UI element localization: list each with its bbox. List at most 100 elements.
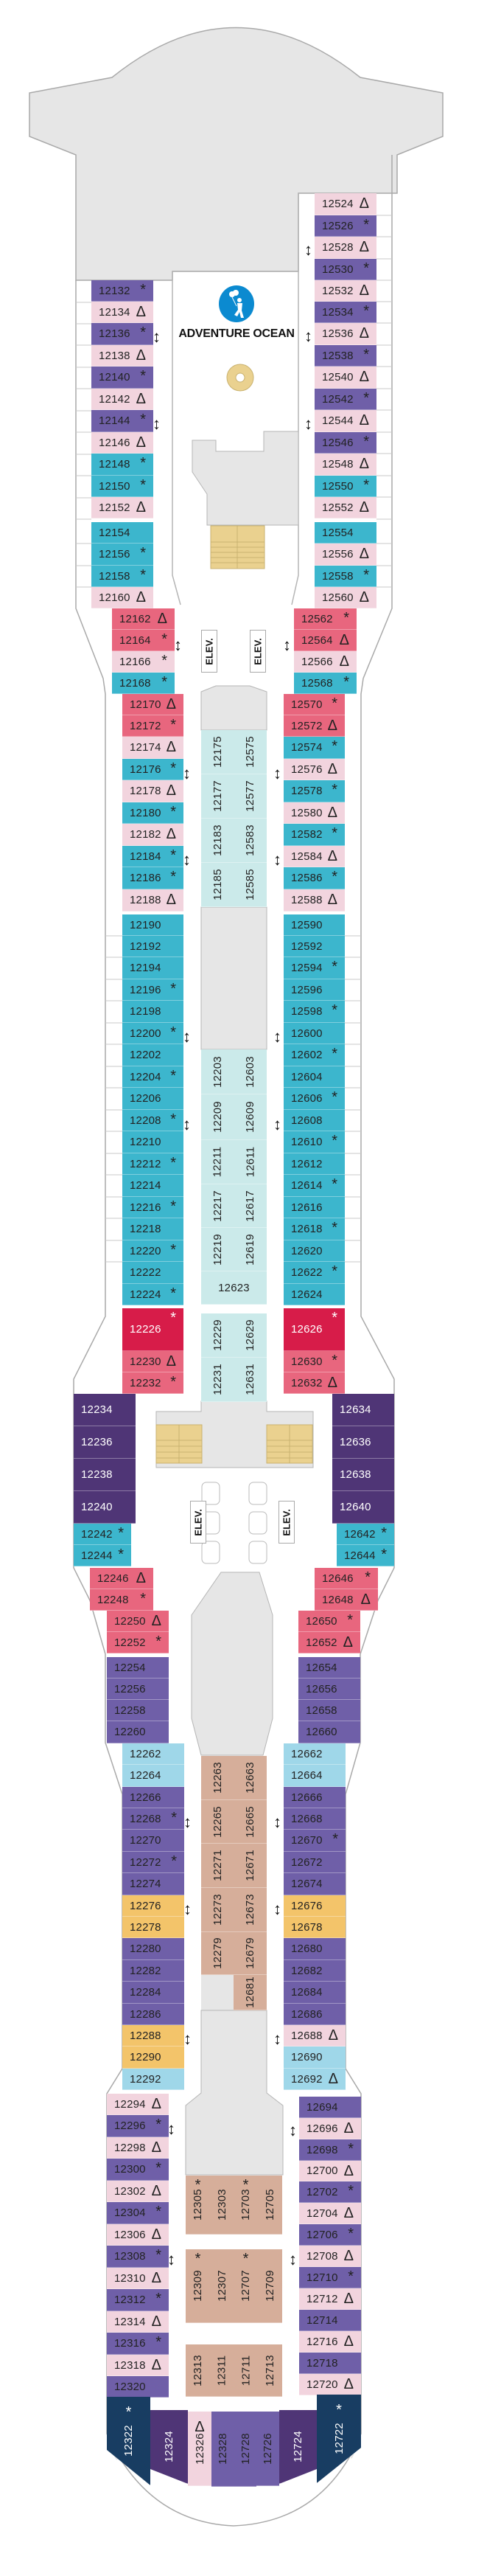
cabin-12296[interactable]: 12296* — [107, 2115, 169, 2137]
cabin-12203[interactable]: 12203 — [201, 1049, 234, 1094]
cabin-12236[interactable]: 12236 — [74, 1426, 136, 1459]
cabin-12718[interactable]: 12718 — [299, 2353, 361, 2374]
cabin-12186[interactable]: 12186* — [122, 867, 183, 889]
cabin-12640[interactable]: 12640 — [332, 1491, 394, 1524]
cabin-12278[interactable]: 12278 — [122, 1917, 184, 1938]
adventure-ocean-venue[interactable] — [218, 285, 255, 322]
cabin-12702[interactable]: 12702* — [299, 2181, 361, 2203]
cabin-12636[interactable]: 12636 — [332, 1426, 394, 1459]
cabin-12709[interactable]: 12709 — [258, 2249, 282, 2323]
cabin-12284[interactable]: 12284 — [122, 1982, 184, 2004]
cabin-12624[interactable]: 12624 — [284, 1284, 345, 1305]
cabin-12240[interactable]: 12240 — [74, 1491, 136, 1524]
cabin-12208[interactable]: 12208* — [122, 1110, 183, 1131]
cabin-12158[interactable]: 12158* — [91, 566, 153, 587]
cabin-12220[interactable]: 12220* — [122, 1240, 183, 1262]
cabin-12534[interactable]: 12534* — [315, 302, 376, 323]
cabin-12224[interactable]: 12224* — [122, 1284, 183, 1305]
cabin-12232[interactable]: 12232* — [122, 1372, 183, 1394]
cabin-12313[interactable]: 12313 — [186, 2344, 210, 2397]
cabin-12226[interactable]: 12226* — [122, 1308, 183, 1351]
cabin-12674[interactable]: 12674 — [284, 1873, 346, 1895]
cabin-12219[interactable]: 12219 — [201, 1228, 234, 1271]
cabin-12279[interactable]: 12279 — [201, 1932, 234, 1975]
cabin-12728[interactable]: 12728 — [234, 2412, 256, 2487]
cabin-12206[interactable]: 12206 — [122, 1088, 183, 1110]
cabin-12214[interactable]: 12214 — [122, 1175, 183, 1197]
cabin-12172[interactable]: 12172* — [122, 715, 183, 737]
cabin-12212[interactable]: 12212* — [122, 1153, 183, 1175]
cabin-12211[interactable]: 12211 — [201, 1140, 234, 1184]
cabin-12546[interactable]: 12546* — [315, 432, 376, 454]
cabin-12610[interactable]: 12610* — [284, 1131, 345, 1153]
cabin-12682[interactable]: 12682 — [284, 1960, 346, 1982]
cabin-12168[interactable]: 12168* — [112, 673, 175, 694]
cabin-12200[interactable]: 12200* — [122, 1023, 183, 1044]
cabin-12654[interactable]: 12654 — [298, 1657, 360, 1678]
cabin-12196[interactable]: 12196* — [122, 979, 183, 1001]
cabin-12662[interactable]: 12662 — [284, 1743, 346, 1765]
cabin-12312[interactable]: 12312* — [107, 2289, 169, 2311]
cabin-12603[interactable]: 12603 — [234, 1049, 267, 1094]
cabin-12596[interactable]: 12596 — [284, 979, 345, 1001]
cabin-12154[interactable]: 12154 — [91, 522, 153, 544]
cabin-12618[interactable]: 12618* — [284, 1218, 345, 1240]
cabin-12594[interactable]: 12594* — [284, 957, 345, 979]
cabin-12670[interactable]: 12670* — [284, 1830, 346, 1852]
cabin-12658[interactable]: 12658 — [298, 1700, 360, 1721]
cabin-12177[interactable]: 12177 — [201, 774, 234, 819]
cabin-12550[interactable]: 12550* — [315, 476, 376, 497]
cabin-12616[interactable]: 12616 — [284, 1197, 345, 1218]
cabin-12316[interactable]: 12316* — [107, 2333, 169, 2355]
cabin-12202[interactable]: 12202 — [122, 1044, 183, 1066]
cabin-12590[interactable]: 12590 — [284, 914, 345, 936]
cabin-12570[interactable]: 12570* — [284, 694, 345, 715]
cabin-12629[interactable]: 12629 — [234, 1313, 267, 1358]
cabin-12166[interactable]: 12166* — [112, 651, 175, 673]
cabin-12266[interactable]: 12266 — [122, 1787, 184, 1808]
cabin-12606[interactable]: 12606* — [284, 1088, 345, 1110]
cabin-12238[interactable]: 12238 — [74, 1459, 136, 1491]
cabin-12666[interactable]: 12666 — [284, 1787, 346, 1808]
cabin-12680[interactable]: 12680 — [284, 1938, 346, 1960]
cabin-12132[interactable]: 12132* — [91, 280, 153, 302]
cabin-12262[interactable]: 12262 — [122, 1743, 184, 1765]
cabin-12630[interactable]: 12630* — [284, 1351, 345, 1372]
cabin-12672[interactable]: 12672 — [284, 1852, 346, 1873]
cabin-12234[interactable]: 12234 — [74, 1394, 136, 1426]
cabin-12288[interactable]: 12288 — [122, 2025, 184, 2046]
cabin-12600[interactable]: 12600 — [284, 1023, 345, 1044]
cabin-12216[interactable]: 12216* — [122, 1197, 183, 1218]
cabin-12617[interactable]: 12617 — [234, 1184, 267, 1228]
elevator[interactable]: ELEV. — [201, 630, 217, 673]
elevator[interactable]: ELEV. — [250, 630, 266, 673]
cabin-12258[interactable]: 12258 — [107, 1700, 169, 1721]
cabin-12260[interactable]: 12260 — [107, 1721, 169, 1743]
cabin-12282[interactable]: 12282 — [122, 1960, 184, 1982]
cabin-12263[interactable]: 12263 — [201, 1756, 234, 1800]
cabin-12231[interactable]: 12231 — [201, 1358, 234, 1402]
cabin-12217[interactable]: 12217 — [201, 1184, 234, 1228]
cabin-12256[interactable]: 12256 — [107, 1678, 169, 1700]
cabin-12229[interactable]: 12229 — [201, 1313, 234, 1358]
cabin-12140[interactable]: 12140* — [91, 367, 153, 389]
cabin-12671[interactable]: 12671 — [234, 1844, 267, 1888]
